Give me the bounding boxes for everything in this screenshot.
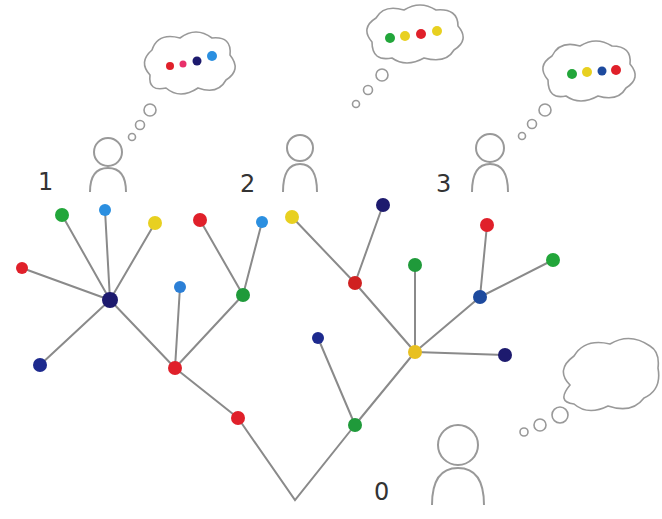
callout-number: 2 — [240, 172, 255, 196]
callout-number: 1 — [38, 170, 53, 194]
callout-number: 0 — [374, 480, 389, 504]
callout-number: 3 — [436, 172, 451, 196]
